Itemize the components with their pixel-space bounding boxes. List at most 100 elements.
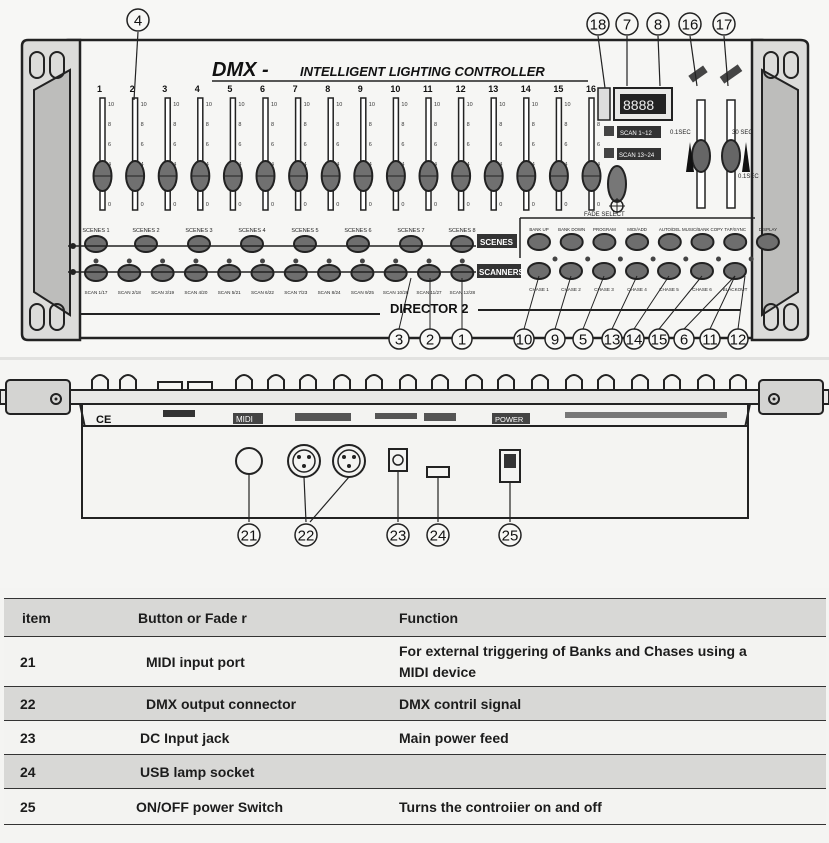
scan-button[interactable] <box>350 264 375 282</box>
chase-button[interactable] <box>690 262 714 280</box>
knob-top <box>663 374 681 390</box>
fader-scale-label: 0 <box>597 202 600 208</box>
chase-led <box>585 256 591 262</box>
scene-button[interactable] <box>293 235 317 253</box>
function-button[interactable] <box>755 233 780 251</box>
scan-button[interactable] <box>117 264 142 282</box>
table-row: 21 MIDI input port For external triggeri… <box>4 636 826 687</box>
scene-button[interactable] <box>346 235 370 253</box>
callout-circle <box>498 523 522 547</box>
scene-label: SCENES 1 <box>82 228 109 234</box>
scan-button[interactable] <box>250 264 275 282</box>
scan-led <box>93 258 99 264</box>
dmx-output-connector-1[interactable] <box>287 444 321 478</box>
fader-channel-7: 71086420 <box>288 84 310 211</box>
scan-button[interactable] <box>150 264 175 282</box>
chase-led <box>716 256 721 262</box>
callout-number: 1 <box>458 332 466 349</box>
callout-number: 5 <box>579 332 587 349</box>
dc-input-jack[interactable] <box>388 448 408 472</box>
fader-channel-12: 121086420 <box>451 84 473 211</box>
ce-mark: CE <box>96 414 111 426</box>
knob-top <box>365 374 383 390</box>
callout-circle <box>615 12 639 36</box>
fader-track <box>229 97 237 211</box>
chase-button[interactable] <box>723 262 747 280</box>
left-end-cap <box>20 38 82 342</box>
function-button[interactable] <box>559 233 584 251</box>
scan-button[interactable] <box>283 264 308 282</box>
scene-label: SCENES 3 <box>185 228 212 234</box>
callout-number: 21 <box>241 528 258 545</box>
scan-button[interactable] <box>383 264 408 282</box>
fader-track <box>523 97 530 211</box>
scan-button[interactable] <box>84 264 108 282</box>
callout-22: 22 <box>294 523 318 547</box>
callout-number: 16 <box>682 17 699 34</box>
function-button[interactable] <box>657 233 682 251</box>
function-label: BANK UP <box>529 227 548 232</box>
chase-button[interactable] <box>657 262 681 280</box>
scan-button[interactable] <box>317 264 342 282</box>
row-item: 21 <box>4 636 122 687</box>
fader-track <box>490 97 497 211</box>
page-select-button[interactable] <box>607 165 627 203</box>
fader-scale-label: 10 <box>401 102 407 108</box>
scene-button[interactable] <box>187 235 211 253</box>
fader-track <box>294 97 302 211</box>
scan-button[interactable] <box>417 264 441 282</box>
chase-led <box>617 256 623 262</box>
function-button[interactable] <box>625 233 650 251</box>
scene-button[interactable] <box>240 235 264 253</box>
fader-scale-label: 0 <box>434 202 437 208</box>
header-function: Function <box>379 598 826 637</box>
midi-input-port[interactable] <box>235 447 263 475</box>
callout-leader <box>658 275 703 330</box>
callout-8: 8 <box>646 12 670 36</box>
fade-time-fader-knob[interactable] <box>721 139 741 173</box>
chase-button[interactable] <box>625 262 649 280</box>
scene-button[interactable] <box>134 235 158 253</box>
chase-led <box>650 256 656 262</box>
chase-button[interactable] <box>527 262 551 280</box>
fader-number: 5 <box>227 84 232 94</box>
scene-button[interactable] <box>450 235 474 253</box>
scan-label: SCAN 5/21 <box>218 290 241 295</box>
speed-fader-knob[interactable] <box>691 139 711 173</box>
function-button[interactable] <box>723 233 748 251</box>
dmx-output-connector-2[interactable] <box>332 444 366 478</box>
fader-scale-label: 10 <box>206 102 212 108</box>
callout-number: 8 <box>654 17 662 34</box>
scan-led <box>293 258 299 264</box>
fader-scale-label: 8 <box>499 122 502 128</box>
chase-button[interactable] <box>592 262 616 280</box>
fader-scale-label: 0 <box>532 202 535 208</box>
scene-button[interactable] <box>399 235 423 253</box>
callout-number: 2 <box>426 332 434 349</box>
fader-scale-label: 10 <box>108 102 114 108</box>
chase-button[interactable] <box>559 262 583 280</box>
scene-button[interactable] <box>84 235 108 253</box>
fader-number: 12 <box>456 84 466 94</box>
chase-led <box>683 256 689 262</box>
scan-button[interactable] <box>183 264 208 282</box>
function-button[interactable] <box>527 233 551 251</box>
scan-button[interactable] <box>217 264 242 282</box>
row-item: 23 <box>4 720 122 755</box>
title-text: INTELLIGENT LIGHTING CONTROLLER <box>300 64 545 79</box>
row-button: USB lamp socket <box>122 754 379 789</box>
scan-label: SCAN 1/17 <box>85 290 108 295</box>
function-button[interactable] <box>592 233 617 251</box>
scene-label: SCENES 7 <box>397 228 424 234</box>
usb-lamp-socket[interactable] <box>426 466 450 478</box>
callout-circle <box>646 12 670 36</box>
function-button[interactable] <box>690 233 715 251</box>
function-label: TAP/SYNC <box>724 227 746 232</box>
callout-circle <box>513 328 535 350</box>
power-switch[interactable] <box>499 449 521 483</box>
function-label: PROGRAM <box>593 227 616 232</box>
fader-scale-label: 10 <box>238 102 244 108</box>
